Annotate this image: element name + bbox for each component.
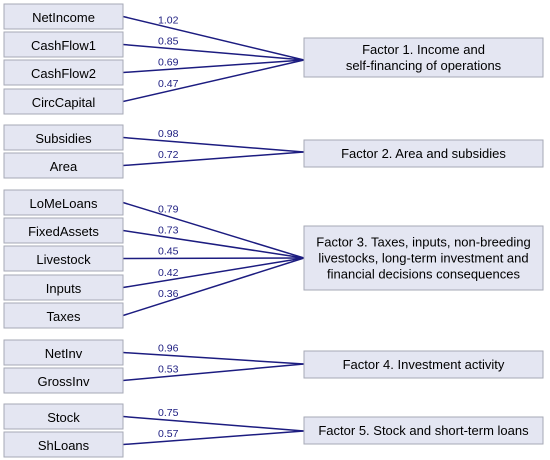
loading-value-fixedassets: 0.73: [158, 224, 179, 236]
factor-4: Factor 4. Investment activity: [303, 350, 544, 379]
factor-5: Factor 5. Stock and short-term loans: [303, 416, 544, 445]
variable-netincome: NetIncome: [3, 3, 124, 30]
variable-livestock: Livestock: [3, 245, 124, 272]
loading-value-netinv: 0.96: [158, 342, 179, 354]
loading-line-inputs: [122, 257, 305, 289]
loading-line-stock: [122, 415, 305, 432]
loading-line-area: [122, 151, 305, 167]
variable-label: FixedAssets: [28, 224, 99, 239]
variable-label: NetIncome: [32, 10, 95, 25]
variable-grossinv: GrossInv: [3, 367, 124, 394]
factor-label-line: Factor 2. Area and subsidies: [341, 146, 506, 161]
variable-label: LoMeLoans: [30, 196, 98, 211]
variable-box: [3, 302, 124, 329]
variable-box: [3, 152, 124, 179]
variable-label: Inputs: [46, 281, 82, 296]
variable-box: [3, 245, 124, 272]
factor-3: Factor 3. Taxes, inputs, non-breedingliv…: [303, 225, 544, 291]
variable-label: Taxes: [47, 309, 81, 324]
factor-box: [303, 416, 544, 445]
loading-line-subsidies: [122, 136, 305, 153]
loading-value-taxes: 0.36: [158, 288, 179, 300]
factor-box: [303, 37, 544, 78]
loading-line-livestock: [122, 257, 305, 260]
loading-value-cashflow2: 0.69: [158, 56, 179, 68]
factor-label-line: Factor 1. Income and: [362, 42, 485, 57]
variable-box: [3, 189, 124, 216]
loading-value-subsidies: 0.98: [158, 128, 179, 140]
variable-subsidies: Subsidies: [3, 124, 124, 151]
factor-box: [303, 139, 544, 168]
factor-label-line: Factor 4. Investment activity: [343, 357, 505, 372]
variable-cashflow1: CashFlow1: [3, 31, 124, 58]
variable-label: Subsidies: [35, 131, 92, 146]
factor-box: [303, 350, 544, 379]
variable-box: [3, 31, 124, 58]
variable-inputs: Inputs: [3, 274, 124, 301]
loading-value-shloans: 0.57: [158, 428, 179, 440]
loading-line-lomeloans: [122, 201, 305, 259]
variable-box: [3, 88, 124, 115]
loading-value-inputs: 0.42: [158, 267, 179, 279]
variable-box: [3, 431, 124, 458]
variable-box: [3, 367, 124, 394]
variable-fixedassets: FixedAssets: [3, 217, 124, 244]
loading-line-cashflow2: [122, 59, 305, 74]
loading-value-lomeloans: 0.79: [158, 203, 179, 215]
variable-area: Area: [3, 152, 124, 179]
loading-value-circcapital: 0.47: [158, 78, 179, 90]
variable-label: Livestock: [36, 252, 91, 267]
loading-value-stock: 0.75: [158, 407, 179, 419]
loading-line-netinv: [122, 351, 305, 365]
variable-box: [3, 274, 124, 301]
variable-box: [3, 339, 124, 366]
loading-line-fixedassets: [122, 229, 305, 259]
variable-label: CircCapital: [32, 95, 96, 110]
variable-label: Stock: [47, 410, 80, 425]
loading-value-area: 0.72: [158, 149, 179, 161]
factor-label-line: Factor 5. Stock and short-term loans: [318, 423, 529, 438]
loading-line-circcapital: [122, 59, 305, 103]
variable-label: ShLoans: [38, 438, 90, 453]
variable-label: CashFlow1: [31, 38, 96, 53]
factor-2: Factor 2. Area and subsidies: [303, 139, 544, 168]
loading-value-netincome: 1.02: [158, 14, 179, 26]
variable-netinv: NetInv: [3, 339, 124, 366]
variable-label: CashFlow2: [31, 66, 96, 81]
variable-box: [3, 3, 124, 30]
variable-label: GrossInv: [37, 374, 90, 389]
factor-label-line: financial decisions consequences: [327, 267, 520, 282]
loading-line-grossinv: [122, 363, 305, 382]
factor-group-3: 0.79 0.73 0.45 0.42 0.36 LoMeLoansFixedAssets…: [3, 189, 544, 329]
loading-value-grossinv: 0.53: [158, 363, 179, 375]
variable-cashflow2: CashFlow2: [3, 59, 124, 86]
loading-line-taxes: [122, 257, 305, 317]
variable-box: [3, 217, 124, 244]
loading-value-cashflow1: 0.85: [158, 35, 179, 47]
loading-value-livestock: 0.45: [158, 245, 179, 257]
factor-group-1: 1.02 0.85 0.69 0.47 NetIncomeCashFlow1CashFl…: [3, 3, 544, 115]
variable-label: NetInv: [45, 346, 83, 361]
variable-box: [3, 124, 124, 151]
variable-stock: Stock: [3, 403, 124, 430]
loading-line-cashflow1: [122, 43, 305, 61]
loading-line-shloans: [122, 430, 305, 446]
variable-circcapital: CircCapital: [3, 88, 124, 115]
variable-shloans: ShLoans: [3, 431, 124, 458]
factor-label-line: Factor 3. Taxes, inputs, non-breeding: [316, 235, 530, 250]
variable-box: [3, 403, 124, 430]
factor-label-line: self-financing of operations: [346, 58, 502, 73]
variable-box: [3, 59, 124, 86]
factor-box: [303, 225, 544, 291]
variable-taxes: Taxes: [3, 302, 124, 329]
factor-label-line: livestocks, long-term investment and: [318, 251, 528, 266]
variable-lomeloans: LoMeLoans: [3, 189, 124, 216]
variable-label: Area: [50, 159, 78, 174]
loading-line-netincome: [122, 15, 305, 61]
